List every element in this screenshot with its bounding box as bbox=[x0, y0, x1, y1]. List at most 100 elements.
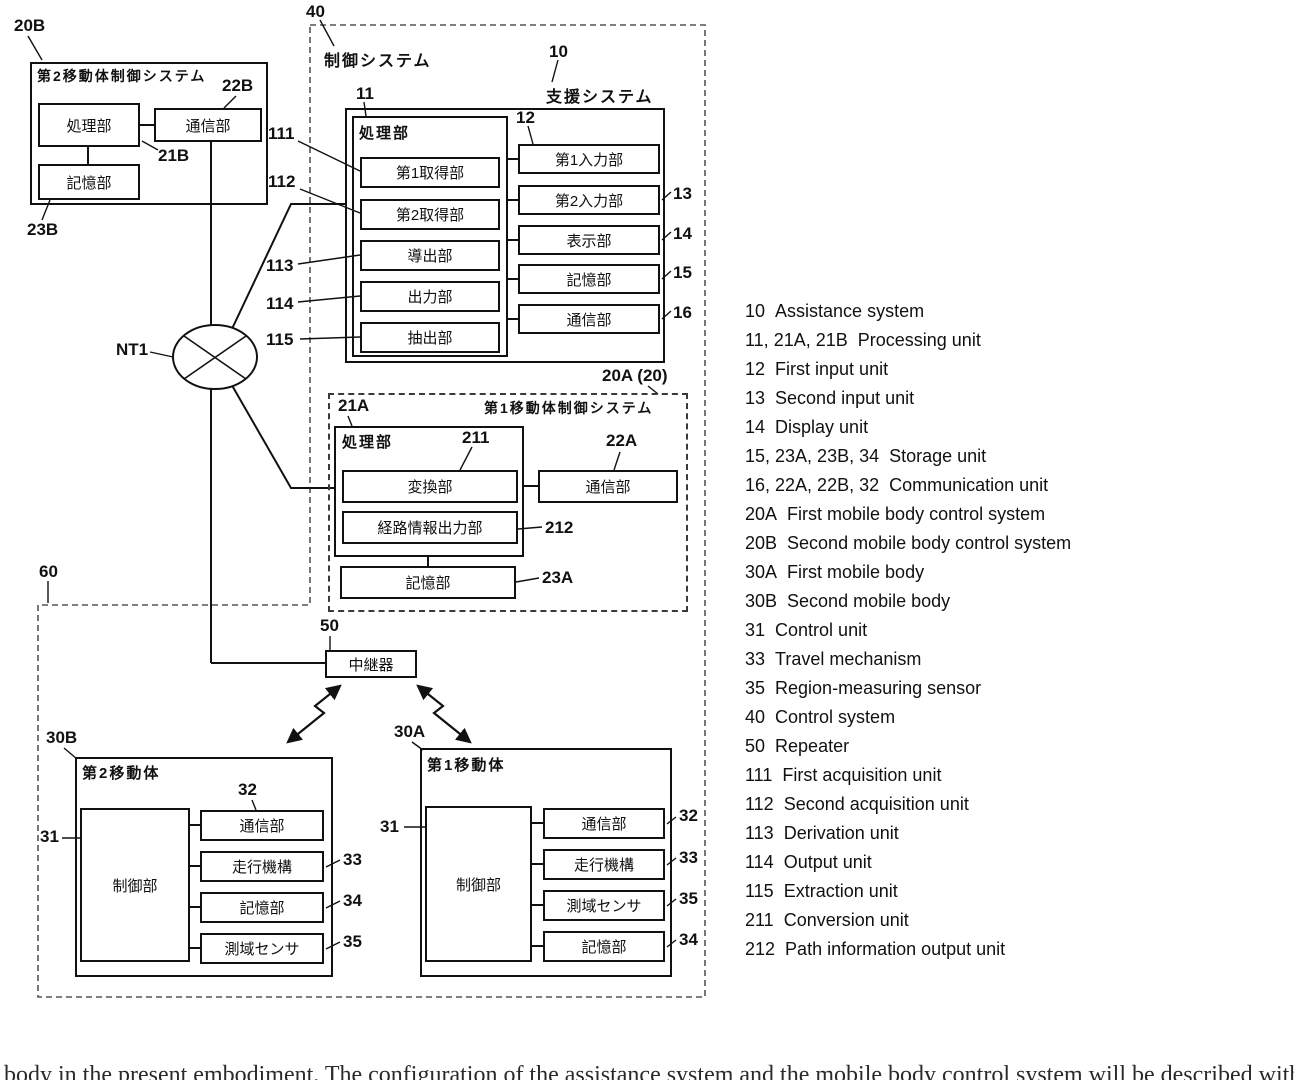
ref-114: 114 bbox=[266, 294, 294, 313]
legend-label: Second acquisition unit bbox=[783, 794, 969, 814]
legend-num: 31 bbox=[745, 620, 766, 640]
title-processing-unit-11: 処理部 bbox=[359, 125, 411, 142]
ref-35-30A: 35 bbox=[679, 889, 698, 908]
box-region-measuring-sensor-30A: 測域センサ bbox=[543, 890, 665, 921]
box-control-unit-30B: 制御部 bbox=[80, 808, 190, 962]
ref-10: 10 bbox=[549, 42, 568, 61]
ref-212: 212 bbox=[545, 518, 574, 537]
label-network-NT1: NT1 bbox=[116, 340, 149, 359]
ref-21A: 21A bbox=[338, 396, 370, 415]
legend-num: 10 bbox=[745, 301, 766, 321]
title-first-mobile-body-control-system: 第1移動体制御システム bbox=[484, 400, 654, 416]
legend-num: 211 bbox=[745, 910, 774, 930]
legend-label: Output unit bbox=[783, 852, 872, 872]
legend-num: 111 bbox=[745, 765, 773, 785]
legend-num: 11, 21A, 21B bbox=[745, 330, 848, 350]
box-communication-unit-30A: 通信部 bbox=[543, 808, 665, 839]
ref-20B: 20B bbox=[14, 16, 46, 35]
legend-label: First acquisition unit bbox=[782, 765, 942, 785]
box-first-input-unit: 第1入力部 bbox=[518, 144, 660, 174]
legend-num: 115 bbox=[745, 881, 774, 901]
box-storage-unit-30B: 記憶部 bbox=[200, 892, 324, 923]
legend-label: Communication unit bbox=[889, 475, 1049, 495]
ref-22B: 22B bbox=[222, 76, 254, 95]
ref-115: 115 bbox=[266, 330, 294, 349]
legend-label: Storage unit bbox=[889, 446, 987, 466]
box-first-acquisition-unit: 第1取得部 bbox=[360, 157, 500, 188]
ref-34-30A: 34 bbox=[679, 930, 698, 949]
ref-33-30A: 33 bbox=[679, 848, 698, 867]
wireless-link-right-icon bbox=[416, 684, 472, 744]
ref-20A: 20A (20) bbox=[602, 366, 668, 385]
box-communication-unit-22B: 通信部 bbox=[154, 108, 262, 142]
dashed-boundary-40-60 bbox=[37, 24, 706, 998]
legend-label: Repeater bbox=[775, 736, 850, 756]
legend-label: First mobile body bbox=[787, 562, 925, 582]
legend-num: 20B bbox=[745, 533, 778, 553]
box-region-measuring-sensor-30B: 測域センサ bbox=[200, 933, 324, 964]
legend-label: Region-measuring sensor bbox=[775, 678, 982, 698]
legend-label: Processing unit bbox=[857, 330, 981, 350]
legend-entry: 212 Path information output unit bbox=[745, 939, 1071, 968]
box-first-mobile-body-control-system bbox=[328, 393, 688, 612]
legend-num: 212 bbox=[745, 939, 776, 959]
legend-entry: 111 First acquisition unit bbox=[745, 765, 1071, 794]
cropped-text-line: body in the present embodiment. The conf… bbox=[4, 1062, 1294, 1080]
ref-35-30B: 35 bbox=[343, 932, 362, 951]
box-storage-unit-23B: 記憶部 bbox=[38, 164, 140, 200]
box-communication-unit-22A: 通信部 bbox=[538, 470, 678, 503]
legend-num: 113 bbox=[745, 823, 774, 843]
legend-entry: 35 Region-measuring sensor bbox=[745, 678, 1071, 707]
box-travel-mechanism-30A: 走行機構 bbox=[543, 849, 665, 880]
box-processing-unit-11 bbox=[352, 116, 508, 357]
legend-num: 30B bbox=[745, 591, 778, 611]
legend-entry: 10 Assistance system bbox=[745, 301, 1071, 330]
legend-label: First mobile body control system bbox=[787, 504, 1046, 524]
box-repeater: 中継器 bbox=[325, 650, 417, 678]
legend-label: Control unit bbox=[775, 620, 868, 640]
ref-12: 12 bbox=[516, 108, 535, 127]
box-second-mobile-body bbox=[75, 757, 333, 977]
box-control-unit-30A: 制御部 bbox=[425, 806, 532, 962]
solid-connectors bbox=[87, 124, 543, 949]
legend-label: Travel mechanism bbox=[775, 649, 922, 669]
legend-label: Path information output unit bbox=[785, 939, 1006, 959]
ref-31-30A: 31 bbox=[380, 817, 399, 836]
legend-label: Assistance system bbox=[775, 301, 925, 321]
ref-50: 50 bbox=[320, 616, 339, 635]
legend-label: Second input unit bbox=[775, 388, 915, 408]
title-second-mobile-body-control-system: 第2移動体制御システム bbox=[37, 68, 207, 84]
wireless-link-left-icon bbox=[286, 684, 342, 744]
box-travel-mechanism-30B: 走行機構 bbox=[200, 851, 324, 882]
box-assistance-system bbox=[345, 108, 665, 363]
title-control-system: 制御システム bbox=[324, 53, 432, 70]
ref-31-30B: 31 bbox=[40, 827, 59, 846]
ref-15: 15 bbox=[673, 263, 692, 282]
legend-label: Display unit bbox=[775, 417, 869, 437]
ref-11: 11 bbox=[356, 84, 374, 103]
ref-16: 16 bbox=[673, 303, 692, 322]
legend-num: 35 bbox=[745, 678, 766, 698]
ref-23A: 23A bbox=[542, 568, 574, 587]
title-second-mobile-body: 第2移動体 bbox=[82, 765, 161, 782]
box-conversion-unit: 変換部 bbox=[342, 470, 518, 503]
ref-34-30B: 34 bbox=[343, 891, 362, 910]
ref-211: 211 bbox=[462, 428, 490, 447]
ref-30B: 30B bbox=[46, 728, 78, 747]
